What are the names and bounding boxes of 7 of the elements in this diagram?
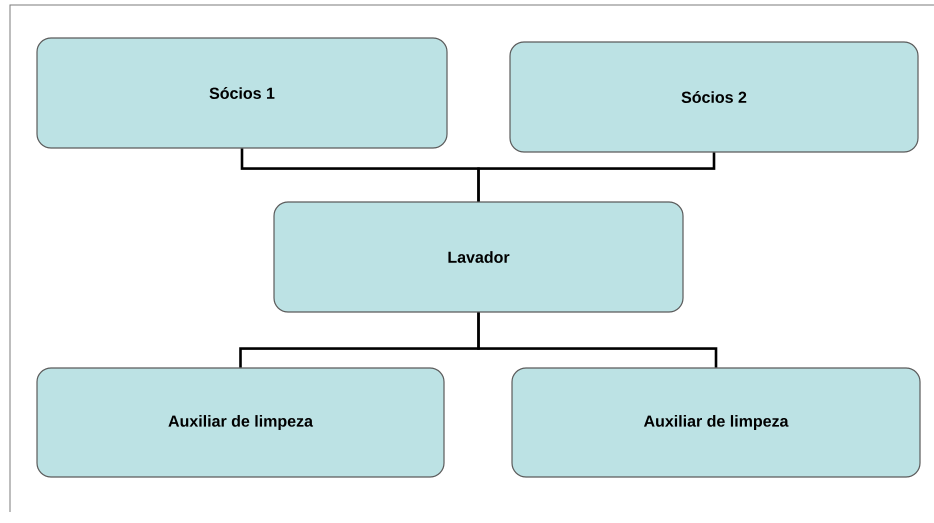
org-box: Auxiliar de limpeza: [511, 367, 921, 478]
org-box: Sócios 1: [36, 37, 448, 149]
org-box: Lavador: [273, 201, 684, 313]
org-box: Auxiliar de limpeza: [36, 367, 445, 478]
connector-line: [477, 152, 716, 202]
org-box: Sócios 2: [509, 41, 919, 153]
connector-line: [477, 312, 718, 368]
